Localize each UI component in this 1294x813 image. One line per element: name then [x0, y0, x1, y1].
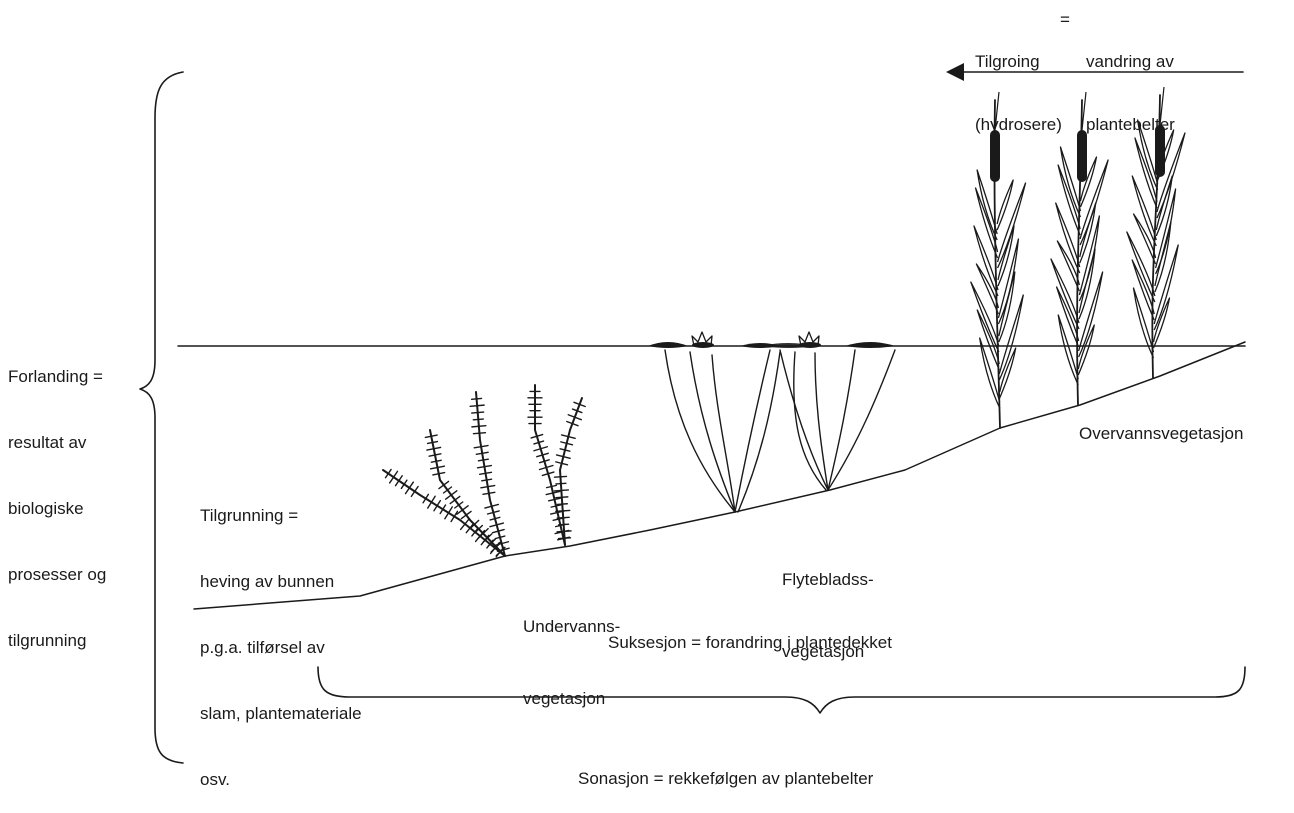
tilgroing-label: Tilgroing — [975, 51, 1062, 72]
flyteblad-label: Flytebladss- vegetasjon — [782, 520, 874, 688]
tilgroing-definition: vandring av plantebelter — [1086, 9, 1175, 156]
forlanding-line-4: prosesser og — [8, 564, 106, 586]
forlanding-line-3: biologiske — [8, 498, 106, 520]
tilgrunning-line-4: slam, plantemateriale — [200, 703, 362, 725]
floating-leaf-plants — [648, 332, 895, 512]
tilgrunning-line-1: Tilgrunning = — [200, 505, 362, 527]
forlanding-label: Forlanding = resultat av biologiske pros… — [8, 322, 106, 674]
forlanding-line-2: resultat av — [8, 432, 106, 454]
forlanding-line-1: Forlanding = — [8, 366, 106, 388]
tilgroing-def-line-1: vandring av — [1086, 51, 1175, 72]
water-lily-icon — [799, 332, 821, 348]
tilgrunning-label: Tilgrunning = heving av bunnen p.g.a. ti… — [200, 461, 362, 813]
undervann-line-1: Undervanns- — [523, 615, 620, 639]
tilgrunning-line-5: osv. — [200, 769, 362, 791]
suksesjon-label: Suksesjon = forandring i plantedekket — [608, 632, 892, 653]
undervann-label: Undervanns- vegetasjon — [523, 567, 620, 735]
tilgroing-term: Tilgroing (hydrosere) — [975, 9, 1062, 156]
flyteblad-line-1: Flytebladss- — [782, 568, 874, 592]
curly-brace-icon — [140, 72, 183, 763]
tilgrunning-line-2: heving av bunnen — [200, 571, 362, 593]
tilgrunning-line-3: p.g.a. tilførsel av — [200, 637, 362, 659]
forlanding-line-5: tilgrunning — [8, 630, 106, 652]
overvann-label: Overvannsvegetasjon — [1079, 423, 1243, 444]
submerged-plants: submerged-plant-icon — [383, 385, 585, 557]
tilgroing-def-line-2: plantebelter — [1086, 114, 1175, 135]
tilgroing-eq: = — [1060, 9, 1070, 30]
sonasjon-label: Sonasjon = rekkefølgen av plantebelter — [578, 768, 873, 789]
water-lily-icon — [692, 332, 714, 348]
hydrosere-label: (hydrosere) — [975, 114, 1062, 135]
undervann-line-2: vegetasjon — [523, 687, 620, 711]
